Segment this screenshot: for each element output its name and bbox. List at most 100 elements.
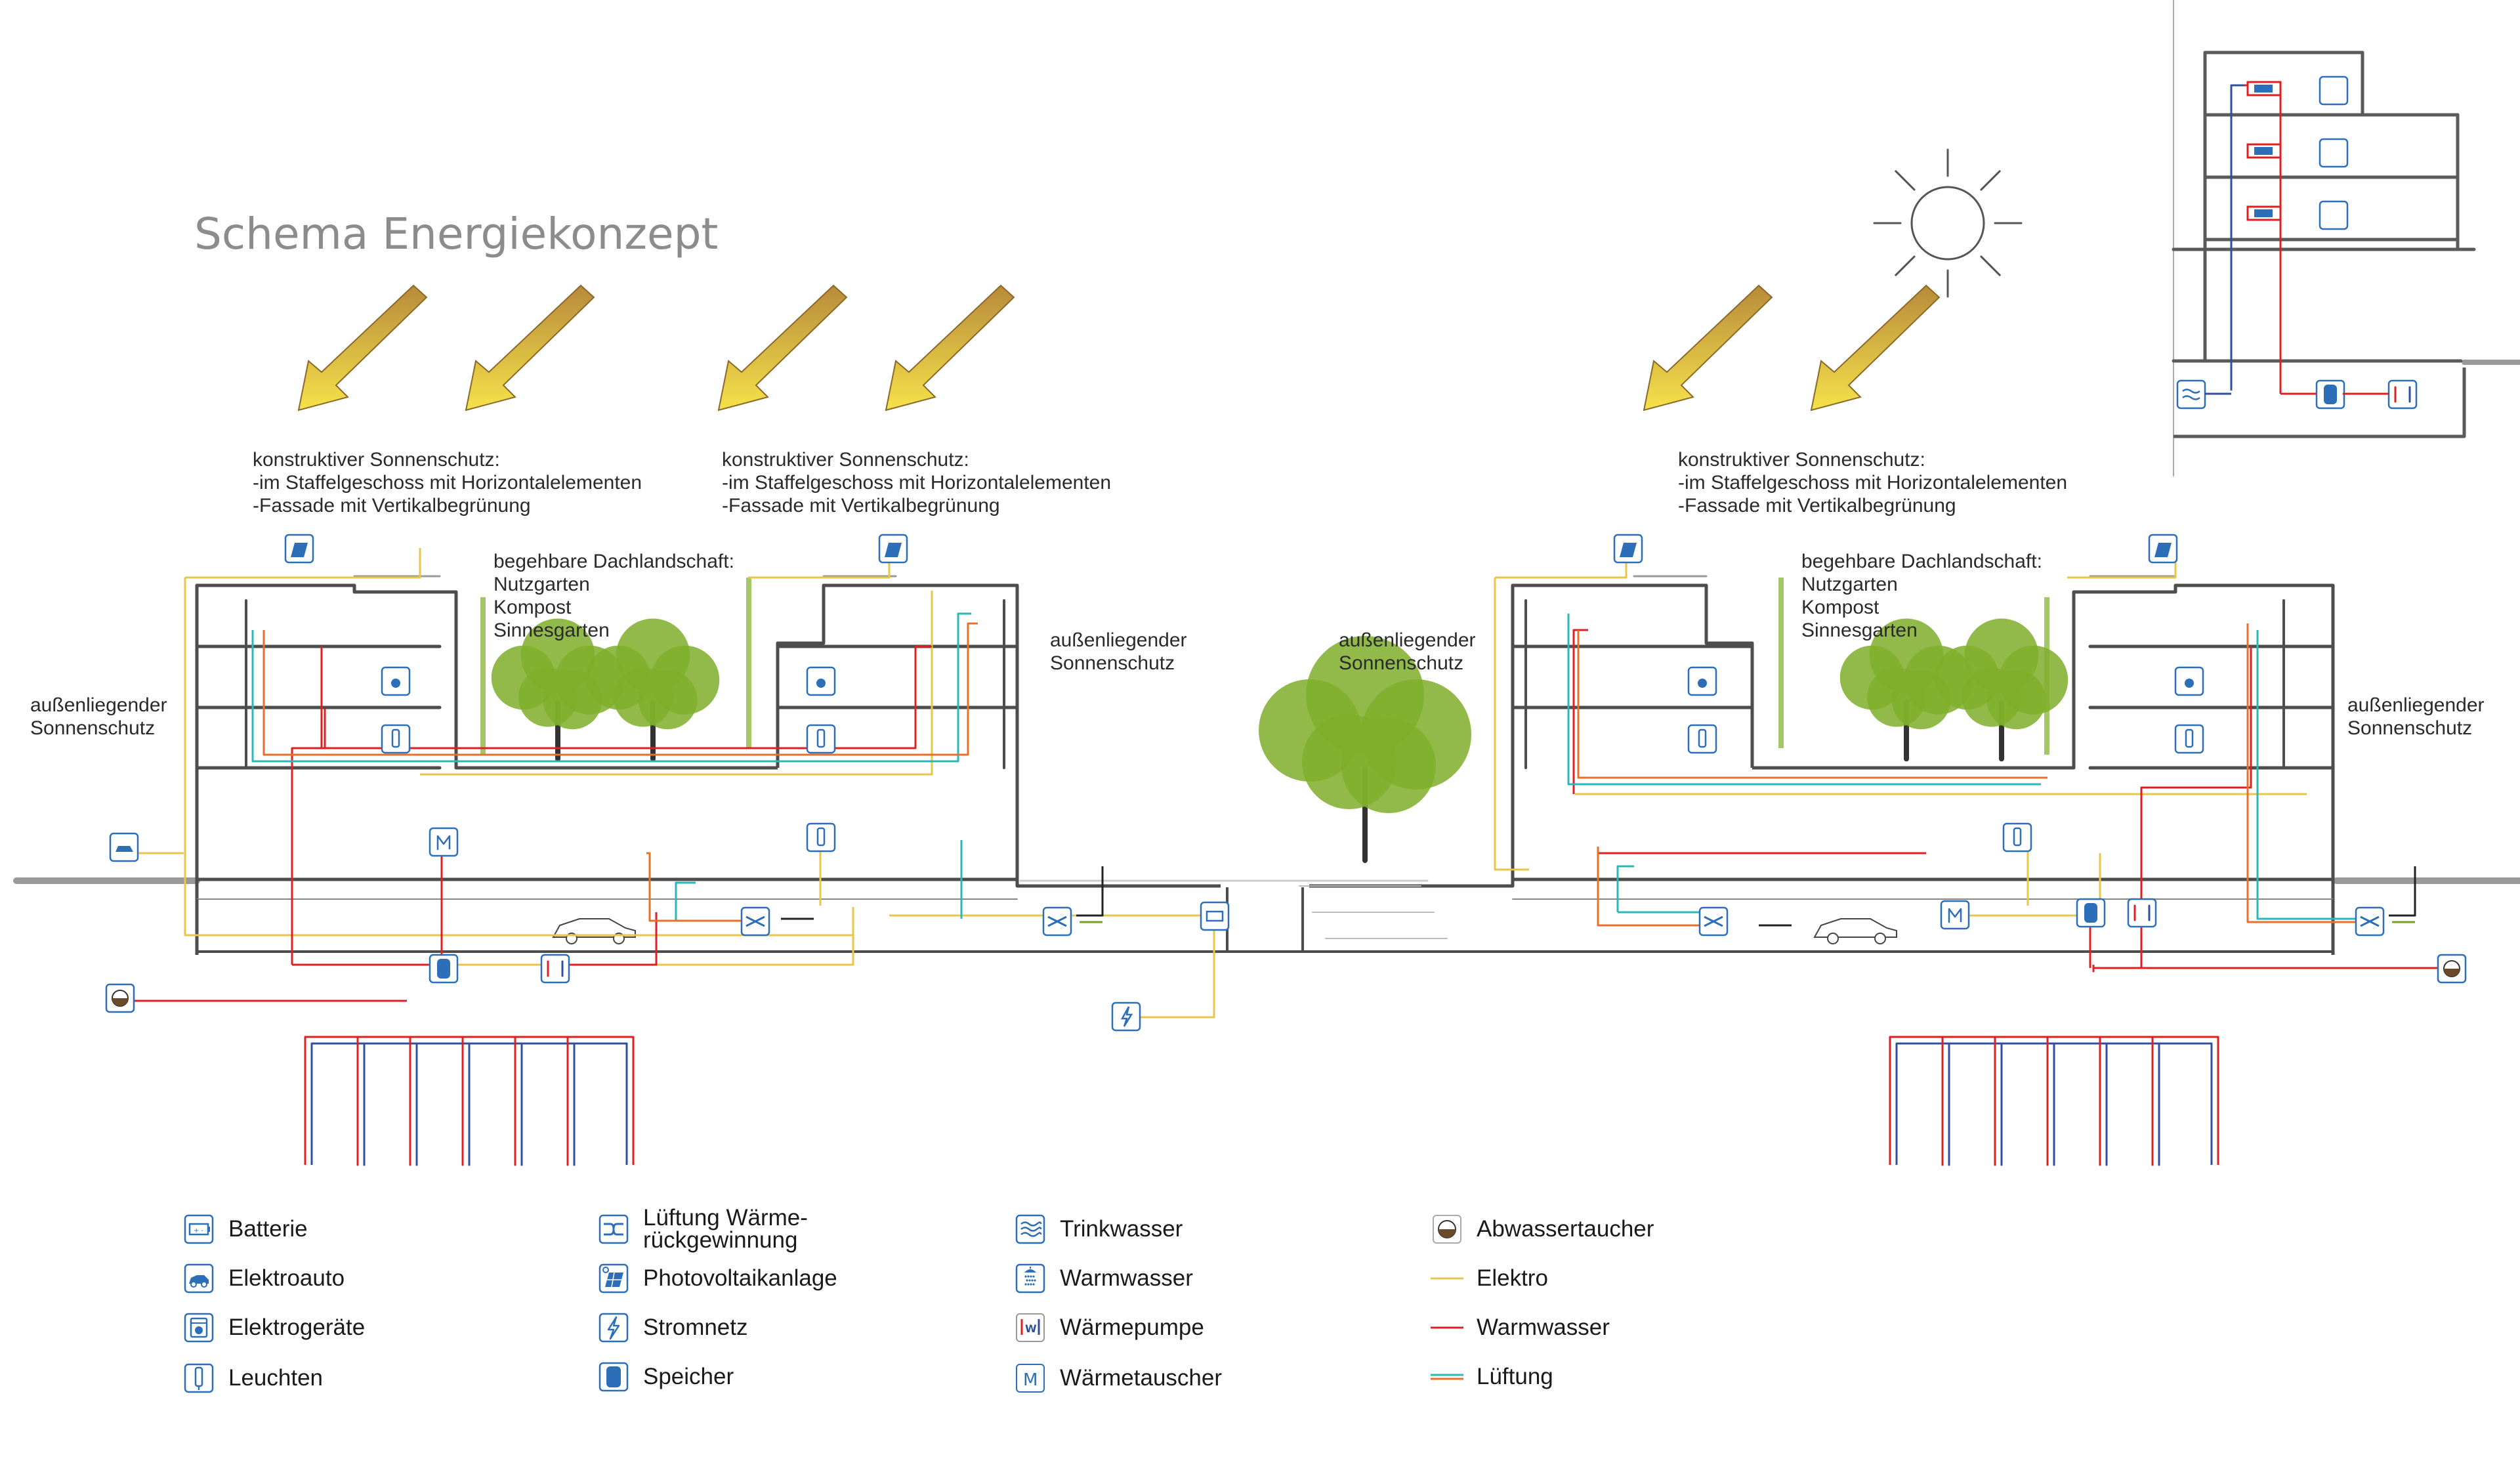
note-line: -im Staffelgeschoss mit Horizontalelemen… [253, 472, 642, 494]
legend-label: Lüftung Wärme- rückgewinnung [643, 1205, 808, 1252]
note-sonnenschutz-3: konstruktiver Sonnenschutz: -im Staffelg… [1678, 448, 2067, 517]
legend-wastewater: Abwassertaucher [1431, 1213, 1654, 1246]
storage-tank-icon [2076, 898, 2106, 928]
note-line: außenliegender [1339, 629, 1476, 651]
icon-glyph [2360, 916, 2380, 927]
icon-frame [806, 724, 836, 754]
basement-outline [1226, 887, 2334, 953]
lamp-icon [2002, 822, 2032, 853]
heat-recovery-icon [1042, 906, 1072, 937]
icon-glyph [391, 679, 400, 688]
tree-foliage [543, 670, 602, 730]
sun-arrow-icon [717, 284, 848, 411]
icon-glyph [116, 846, 133, 852]
pipe-warmwasser [291, 645, 932, 965]
pipe-elektro [185, 548, 421, 579]
legend-label: Elektroauto [228, 1265, 345, 1291]
icon-frame [806, 822, 836, 853]
legend-label-line1: Lüftung Wärme- [643, 1205, 808, 1231]
heat-recovery-icon [740, 906, 770, 937]
pipe-elektro [1495, 548, 1628, 579]
note-line: Nutzgarten [1801, 574, 1898, 595]
icon-glyph [437, 959, 450, 979]
legend-label: Abwassertaucher [1477, 1216, 1654, 1242]
legend-battery: + - Batterie [182, 1213, 308, 1246]
icon-frame [2387, 379, 2418, 410]
icon-glyph [816, 679, 826, 688]
legend-line-elektro: Elektro [1431, 1262, 1548, 1295]
icon-frame [381, 724, 411, 754]
heat-exchanger-icon [429, 827, 459, 857]
icon-glyph [1698, 728, 1707, 748]
tree-foliage [1341, 719, 1436, 813]
appliance-icon [381, 666, 411, 696]
note-line: konstruktiver Sonnenschutz: [722, 449, 969, 471]
lamp-icon [184, 1363, 214, 1393]
legend-label: Warmwasser [1060, 1265, 1193, 1291]
inset-radiator [2254, 209, 2273, 217]
legend-shower: Warmwasser [1014, 1262, 1193, 1295]
note-line: Sonnenschutz [2347, 717, 2473, 739]
icon-glyph [2182, 389, 2200, 400]
photovoltaic-icon [2148, 534, 2178, 564]
note-line: Kompost [1801, 597, 1880, 618]
line-electric-icon [1431, 1277, 1463, 1280]
icon-glyph [1120, 1006, 1133, 1027]
note-dachlandschaft-2: begehbare Dachlandschaft: Nutzgarten Kom… [1801, 550, 2042, 642]
note-line: außenliegender [30, 694, 167, 716]
icon-glyph [2185, 728, 2194, 748]
note-line: -Fassade mit Vertikalbegrünung [1678, 495, 1956, 516]
photovoltaic-icon [878, 534, 908, 564]
sun-arrow-icon [465, 284, 595, 411]
shower-icon [2319, 200, 2349, 230]
legend-photovoltaic: Photovoltaikanlage [597, 1262, 837, 1295]
storage-tank-icon [429, 954, 459, 984]
note-dachlandschaft-1: begehbare Dachlandschaft: Nutzgarten Kom… [494, 550, 734, 642]
heat-exchanger-glyph: M [1023, 1370, 1038, 1390]
icon-frame [1687, 724, 1717, 754]
note-line: -im Staffelgeschoss mit Horizontalelemen… [722, 472, 1112, 494]
note-line: außenliegender [1050, 629, 1187, 651]
basement-outline [196, 887, 1304, 953]
pipe-lueftung-zuluft [675, 881, 696, 921]
sun-arrow-icon [885, 284, 1015, 411]
sun-ray [1980, 170, 2001, 191]
pipe-lueftung-zuluft [251, 612, 971, 763]
inset-radiator [2254, 85, 2273, 93]
geothermal-probes-right [1889, 1036, 2219, 1166]
lamp-icon [1687, 724, 1717, 754]
note-line: Sonnenschutz [1339, 652, 1464, 674]
wastewater-icon [105, 983, 135, 1013]
lamp-icon [381, 724, 411, 754]
icon-glyph [112, 998, 128, 1006]
pipe-lueftung-abluft [646, 852, 748, 922]
shower-icon [2319, 138, 2349, 168]
heat-recovery-icon [598, 1214, 629, 1244]
green-facade [1778, 578, 1784, 748]
sun-ray [1895, 255, 1916, 276]
sun-icon [1873, 148, 2023, 298]
tree-foliage [638, 670, 698, 730]
pipe-lueftung-abluft [1597, 847, 1700, 927]
appliance-icon [1687, 666, 1717, 696]
tree-foliage [1986, 670, 2046, 730]
appliance-icon [2174, 666, 2204, 696]
pipe-lueftung-abluft [1577, 630, 2048, 779]
pipe-elektro [420, 591, 933, 776]
legend-storage-tank: Speicher [597, 1360, 734, 1393]
inset-radiator [2254, 147, 2273, 155]
pipe-warmwasser [1572, 629, 1588, 794]
legend-label: Photovoltaikanlage [643, 1265, 837, 1291]
icon-frame [1200, 901, 1230, 931]
note-line: konstruktiver Sonnenschutz: [1678, 449, 1925, 471]
legend-label: Elektrogeräte [228, 1315, 366, 1340]
tree-icon [1935, 618, 2068, 762]
battery-icon [1200, 901, 1230, 931]
heat-recovery-icon [1698, 906, 1729, 937]
green-facade [480, 597, 486, 755]
pipe-lueftung-abluft [262, 622, 978, 756]
pipe-lueftung-zuluft [2256, 630, 2362, 920]
geo-probe [1889, 1036, 2219, 1165]
pipe-warmwasser [2140, 646, 2252, 965]
heat-pump-icon [540, 954, 570, 984]
